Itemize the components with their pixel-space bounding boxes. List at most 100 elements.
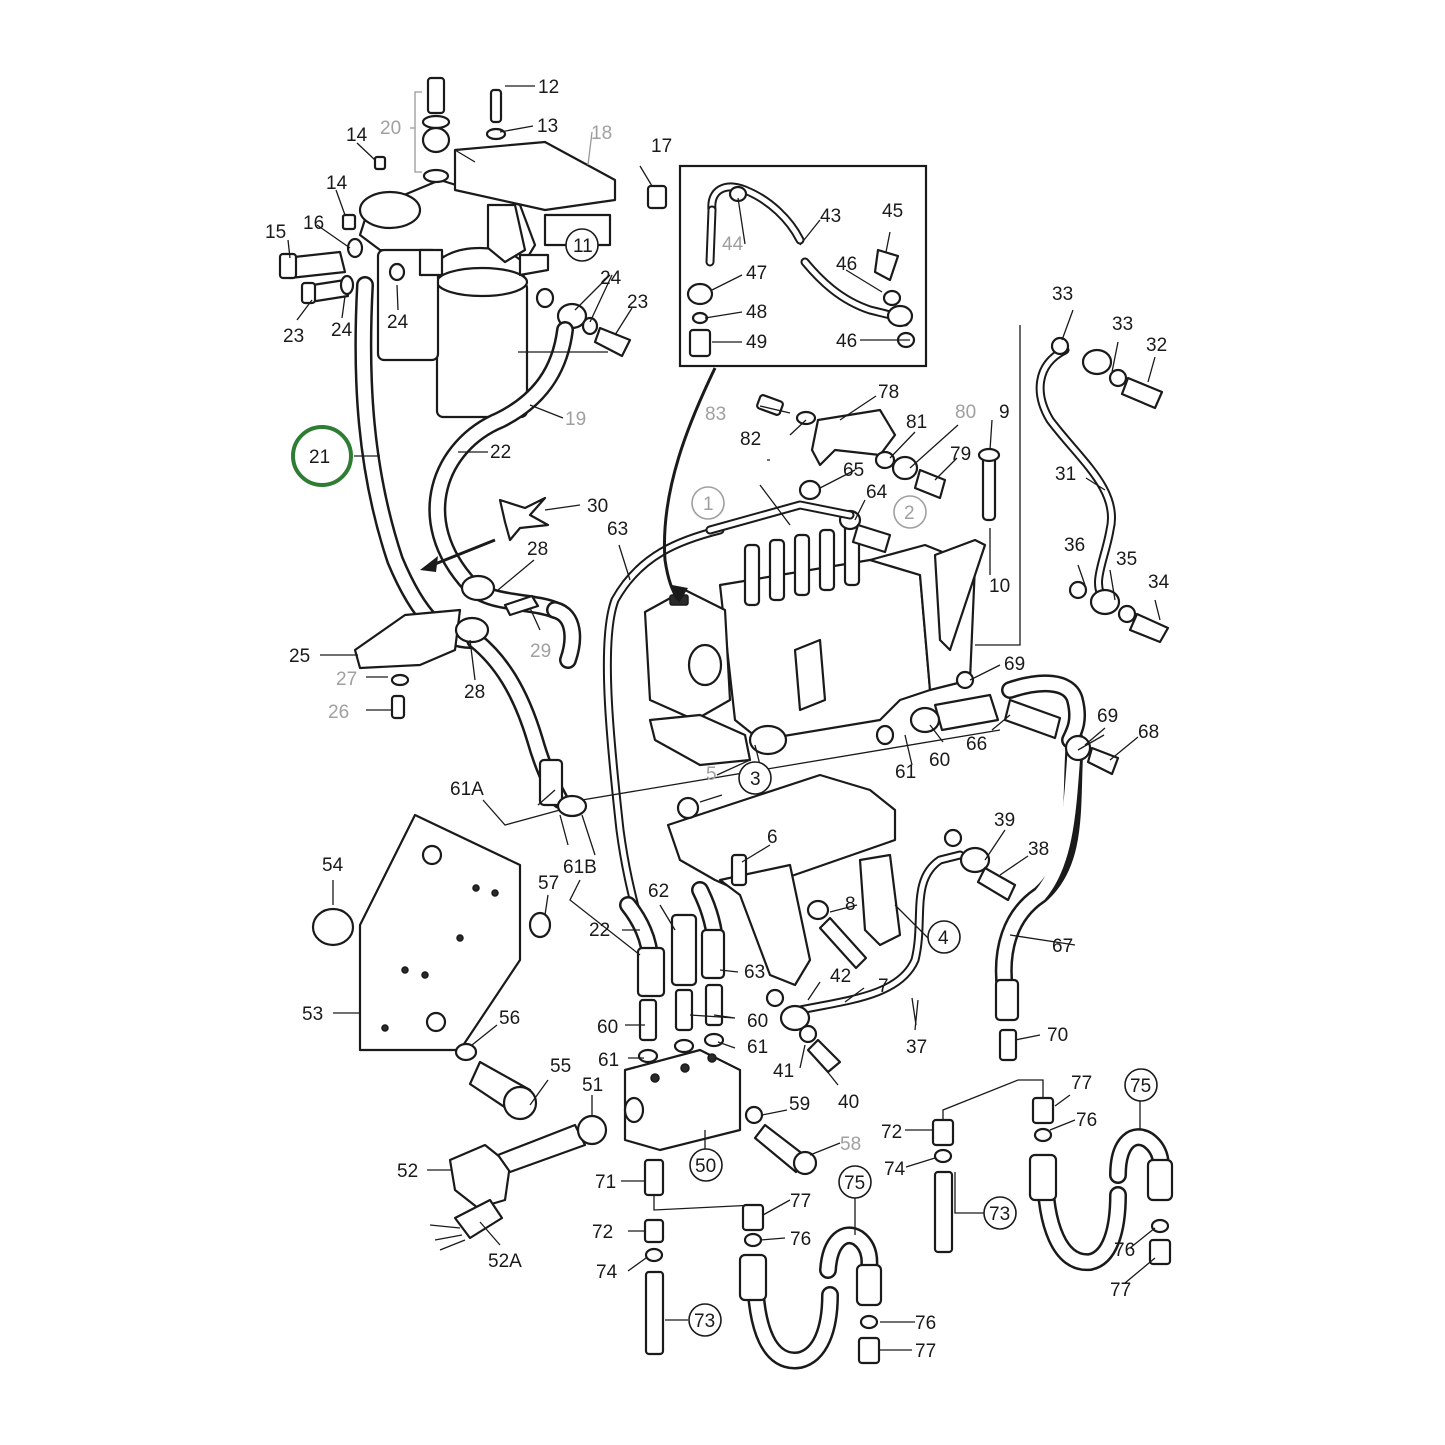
label-3: 3 bbox=[750, 769, 761, 790]
label-30: 30 bbox=[587, 496, 608, 517]
label-59: 59 bbox=[789, 1094, 810, 1115]
leak-off-pipe bbox=[975, 325, 1170, 646]
label-33a: 33 bbox=[1052, 284, 1073, 305]
label-53: 53 bbox=[302, 1004, 323, 1025]
label-40: 40 bbox=[838, 1092, 859, 1113]
label-81: 81 bbox=[906, 412, 927, 433]
label-23b: 23 bbox=[627, 292, 648, 313]
callout-circle-50 bbox=[689, 1148, 723, 1182]
label-70: 70 bbox=[1047, 1025, 1068, 1046]
label-27: 27 bbox=[336, 669, 357, 690]
label-11: 11 bbox=[573, 236, 593, 257]
label-18: 18 bbox=[591, 123, 612, 144]
label-44: 44 bbox=[722, 234, 744, 255]
label-24b: 24 bbox=[387, 312, 409, 333]
label-77d: 77 bbox=[915, 1341, 936, 1362]
label-14b: 14 bbox=[326, 173, 348, 194]
label-48: 48 bbox=[746, 302, 767, 323]
label-23a: 23 bbox=[283, 326, 304, 347]
leader-lines bbox=[287, 85, 1161, 1351]
label-55: 55 bbox=[550, 1056, 571, 1077]
label-9: 9 bbox=[999, 402, 1010, 423]
label-5: 5 bbox=[706, 764, 717, 785]
label-74a: 74 bbox=[884, 1159, 906, 1180]
filter-bracket bbox=[421, 76, 668, 264]
label-47: 47 bbox=[746, 263, 767, 284]
label-45: 45 bbox=[882, 201, 903, 222]
label-33b: 33 bbox=[1112, 314, 1133, 335]
right-fuel-hose bbox=[875, 670, 1120, 1062]
label-25: 25 bbox=[289, 646, 310, 667]
label-76c: 76 bbox=[790, 1229, 811, 1250]
direction-arrowhead bbox=[420, 556, 438, 572]
label-54: 54 bbox=[322, 855, 344, 876]
label-69a: 69 bbox=[1004, 654, 1025, 675]
label-76d: 76 bbox=[915, 1313, 936, 1334]
label-75a: 75 bbox=[844, 1173, 865, 1194]
label-34: 34 bbox=[1148, 572, 1170, 593]
label-32: 32 bbox=[1146, 335, 1167, 356]
label-63a: 63 bbox=[607, 519, 628, 540]
label-15: 15 bbox=[265, 222, 286, 243]
callout-circle-73b bbox=[983, 1196, 1017, 1230]
fuel-filter-assembly bbox=[358, 178, 550, 419]
label-76b: 76 bbox=[1114, 1240, 1135, 1261]
label-19: 19 bbox=[565, 409, 586, 430]
label-46a: 46 bbox=[836, 254, 857, 275]
label-60c: 60 bbox=[747, 1011, 768, 1032]
callout-circle-73a bbox=[688, 1303, 722, 1337]
label-26: 26 bbox=[328, 702, 349, 723]
mounting-plate bbox=[311, 813, 552, 1121]
label-56: 56 bbox=[499, 1008, 520, 1029]
label-51: 51 bbox=[582, 1075, 603, 1096]
label-49: 49 bbox=[746, 332, 767, 353]
label-77a: 77 bbox=[1071, 1073, 1092, 1094]
label-63b: 63 bbox=[744, 962, 765, 983]
label-61b: 61 bbox=[598, 1050, 619, 1071]
label-17: 17 bbox=[651, 136, 672, 157]
label-83: 83 bbox=[705, 404, 726, 425]
label-13: 13 bbox=[537, 116, 558, 137]
label-52: 52 bbox=[397, 1161, 418, 1182]
shut-off-solenoid bbox=[429, 1114, 608, 1251]
label-73b: 73 bbox=[989, 1204, 1010, 1225]
label-52A: 52A bbox=[488, 1251, 522, 1272]
label-73a: 73 bbox=[694, 1311, 715, 1332]
label-35: 35 bbox=[1116, 549, 1137, 570]
label-76a: 76 bbox=[1076, 1110, 1097, 1131]
label-8: 8 bbox=[845, 894, 856, 915]
label-14a: 14 bbox=[346, 125, 368, 146]
label-24a: 24 bbox=[331, 320, 353, 341]
callout-circle-75b bbox=[1124, 1068, 1158, 1102]
label-36: 36 bbox=[1064, 535, 1085, 556]
label-77c: 77 bbox=[790, 1191, 811, 1212]
label-20: 20 bbox=[380, 118, 401, 139]
callout-circle-3 bbox=[738, 761, 772, 795]
label-16: 16 bbox=[303, 213, 324, 234]
label-69b: 69 bbox=[1097, 706, 1118, 727]
label-31: 31 bbox=[1055, 464, 1076, 485]
label-28a: 28 bbox=[527, 539, 548, 560]
part-labels: 12 13 20 18 17 14 14 15 16 23 24 24 24 2… bbox=[265, 77, 1170, 1362]
label-77b: 77 bbox=[1110, 1280, 1131, 1301]
label-37: 37 bbox=[906, 1037, 927, 1058]
hose-clamps-and-bracket bbox=[353, 496, 550, 720]
label-60b: 60 bbox=[597, 1017, 618, 1038]
label-24c: 24 bbox=[600, 268, 622, 289]
return-pipes bbox=[602, 500, 965, 1015]
label-22a: 22 bbox=[490, 442, 511, 463]
label-43: 43 bbox=[820, 206, 841, 227]
label-2: 2 bbox=[904, 503, 915, 524]
label-12: 12 bbox=[538, 77, 559, 98]
label-21: 21 bbox=[309, 447, 330, 468]
label-61A: 61A bbox=[450, 779, 484, 800]
label-72a: 72 bbox=[881, 1122, 902, 1143]
highlighted-callout-circle-21 bbox=[291, 425, 353, 487]
label-10: 10 bbox=[989, 576, 1010, 597]
hose-assembly-right bbox=[931, 1096, 1174, 1272]
label-61c: 61 bbox=[747, 1037, 768, 1058]
label-82: 82 bbox=[740, 429, 761, 450]
hose-assembly-left bbox=[643, 1203, 883, 1370]
injection-pump bbox=[643, 447, 1001, 767]
